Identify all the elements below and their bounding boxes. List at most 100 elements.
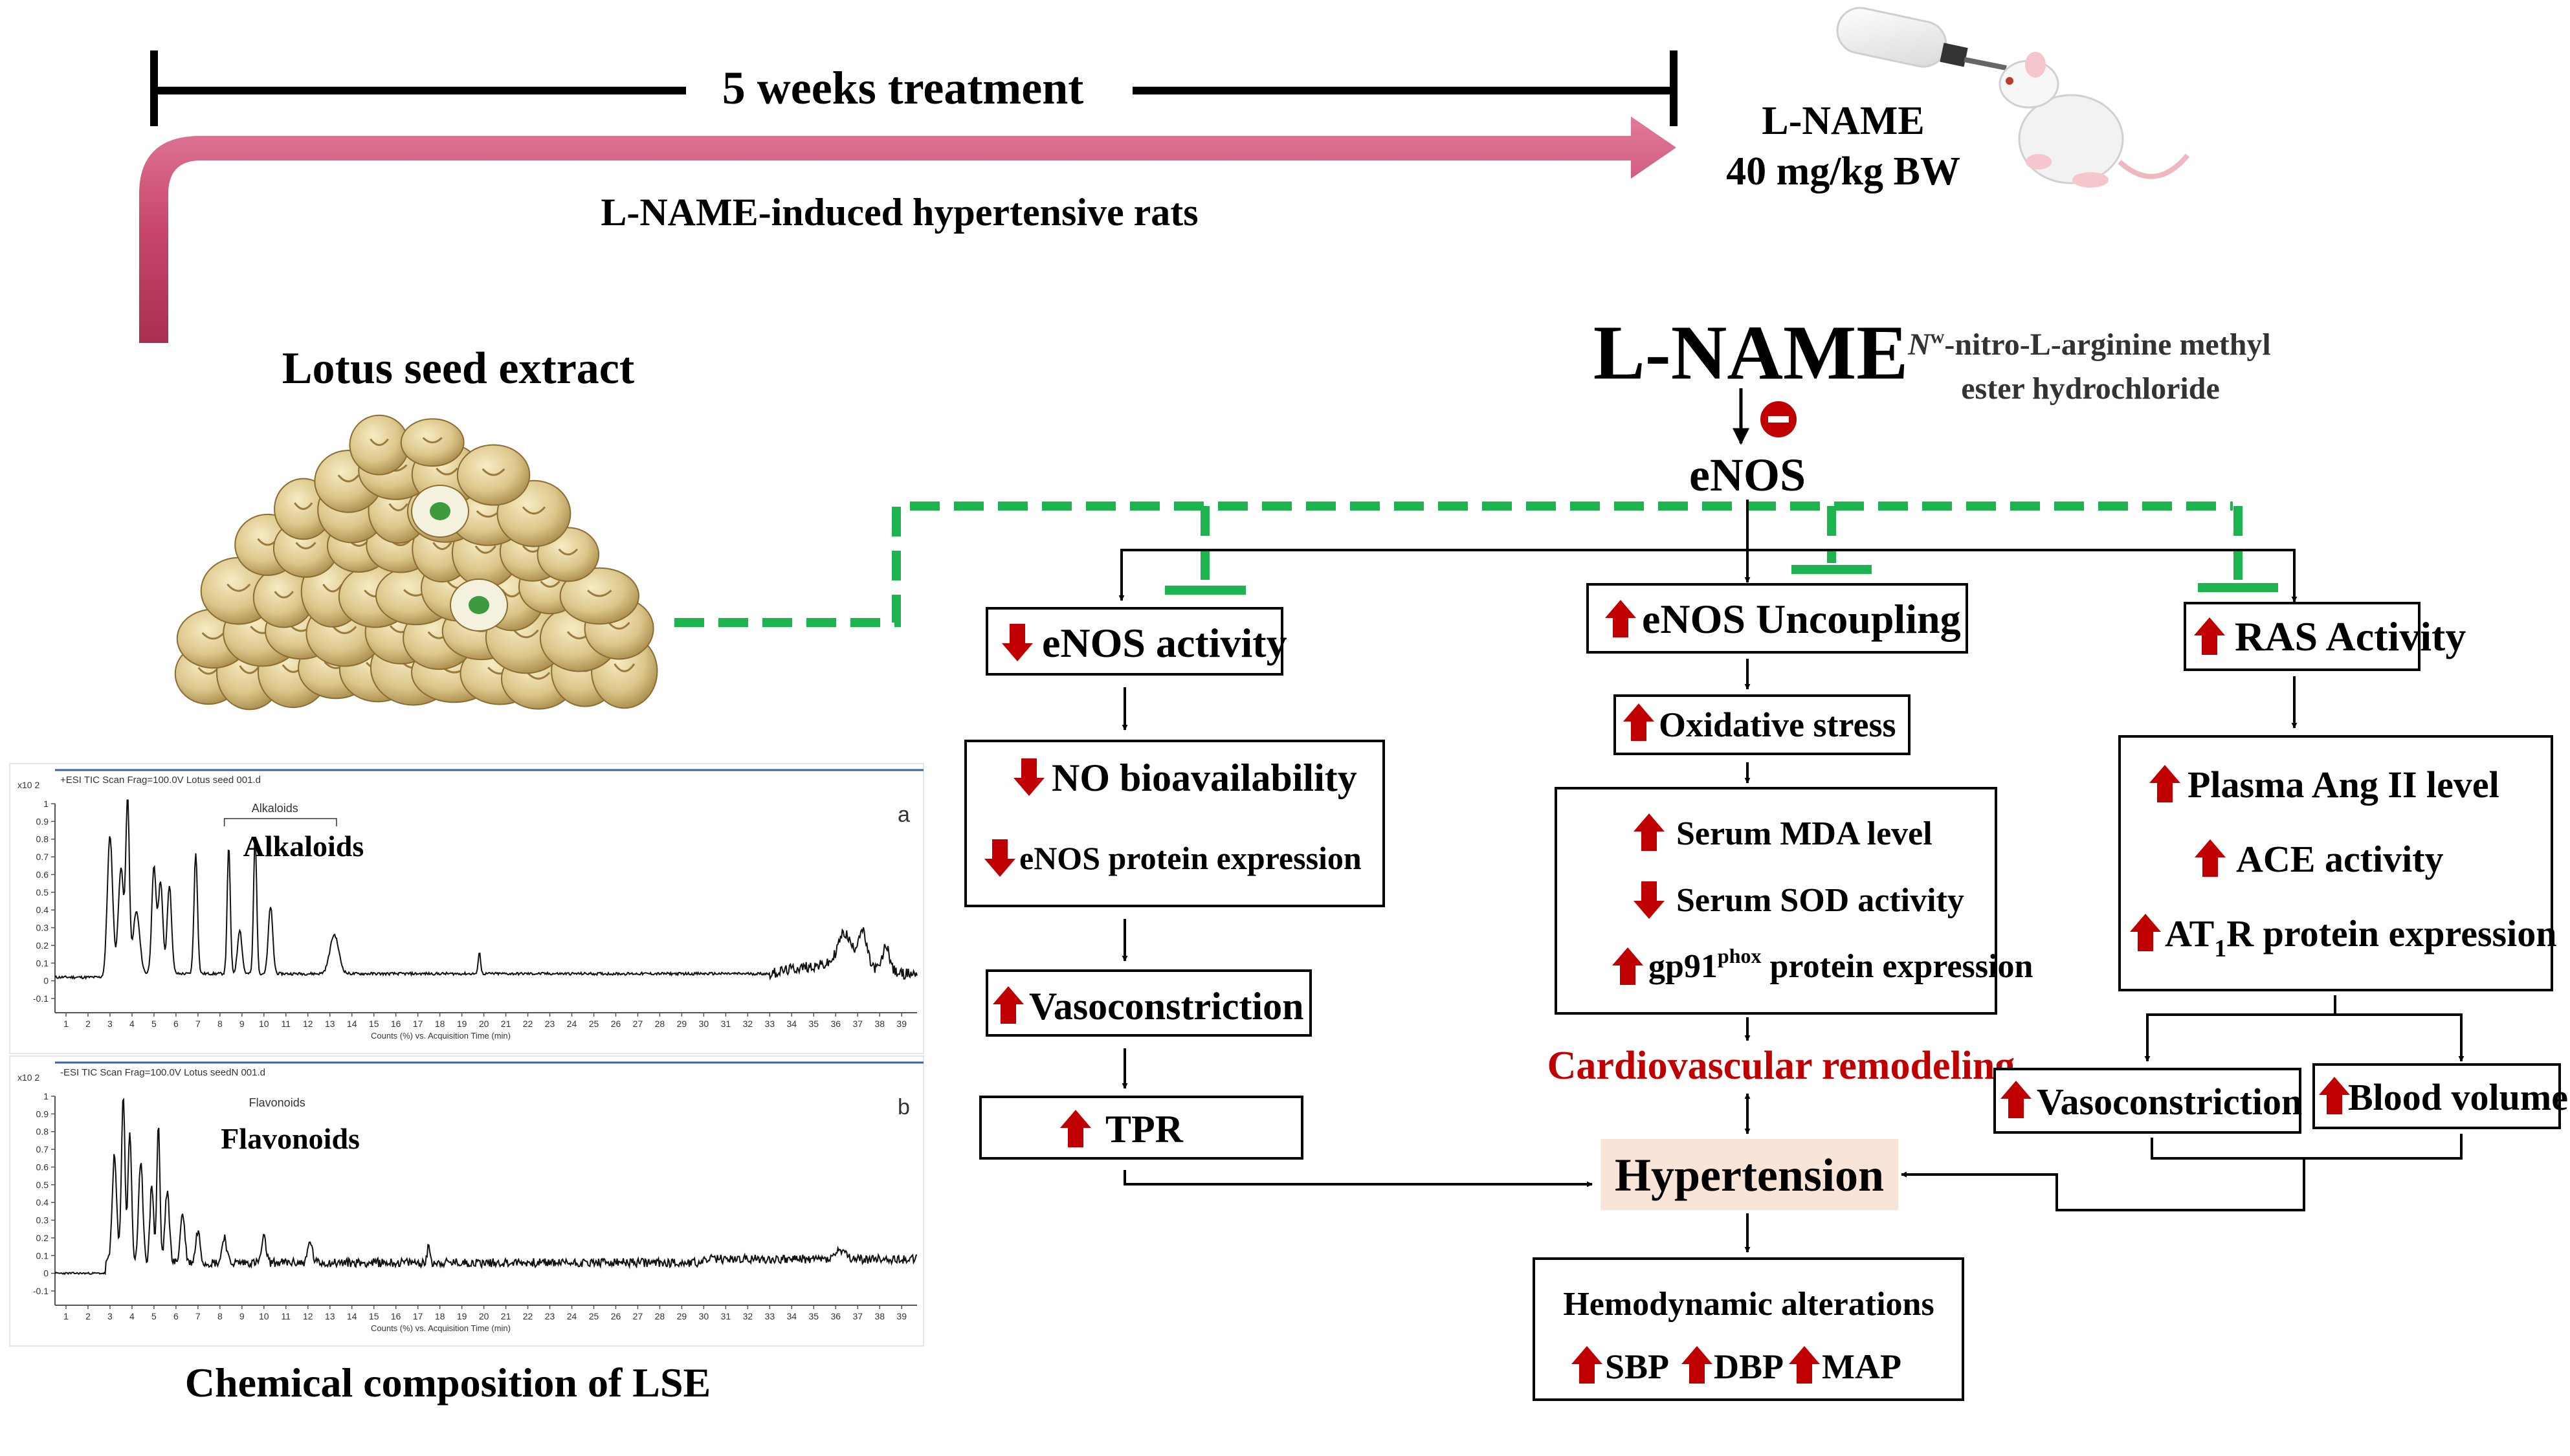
x-tick-label: 28 xyxy=(655,1019,665,1029)
x-axis-title: Counts (%) vs. Acquisition Time (min) xyxy=(371,1031,511,1041)
chromatogram-panel-letter: a xyxy=(898,802,910,827)
y-tick-label: 0.2 xyxy=(36,940,49,951)
oxidative-stress-label: Oxidative stress xyxy=(1659,705,1896,744)
x-tick-label: 39 xyxy=(896,1019,907,1029)
y-tick-label: 0.5 xyxy=(36,1180,49,1190)
model-label: L-NAME-induced hypertensive rats xyxy=(601,191,1198,234)
at1r-label: AT1R protein expression xyxy=(2165,912,2557,962)
x-tick-label: 21 xyxy=(501,1311,511,1321)
gp91-label: gp91phox protein expression xyxy=(1648,944,2033,985)
x-tick-label: 8 xyxy=(217,1311,223,1321)
serum-mda-label: Serum MDA level xyxy=(1676,815,1933,852)
y-tick-label: 0.7 xyxy=(36,1144,49,1154)
treatment-duration-label: 5 weeks treatment xyxy=(722,62,1084,114)
ras-activity-box xyxy=(2184,602,2420,671)
hemodynamic-title: Hemodynamic alterations xyxy=(1563,1286,1934,1323)
x-tick-label: 13 xyxy=(325,1019,335,1029)
lotus-seed-pile-image xyxy=(174,414,658,711)
x-tick-label: 19 xyxy=(457,1019,467,1029)
x-tick-label: 5 xyxy=(151,1311,157,1321)
chromatogram-panel-letter: b xyxy=(898,1095,910,1120)
lse-inhibition-lines xyxy=(674,502,2243,627)
no-bioavailability-label: NO bioavailability xyxy=(1052,756,1357,799)
x-tick-label: 34 xyxy=(787,1311,797,1321)
lname-full-name-line1: Nw-nitro-L-arginine methyl xyxy=(1907,326,2271,362)
y-tick-label: -0.1 xyxy=(33,1286,49,1296)
x-tick-label: 7 xyxy=(195,1019,201,1029)
y-tick-label: 0.4 xyxy=(36,905,49,915)
oxidative-stress-box xyxy=(1613,694,1911,755)
plasma-ang-label: Plasma Ang II level xyxy=(2188,764,2499,806)
x-tick-label: 7 xyxy=(195,1311,201,1321)
enos-protein-label: eNOS protein expression xyxy=(1019,840,1362,876)
composition-caption: Chemical composition of LSE xyxy=(185,1360,711,1406)
left-branch: eNOS activity NO bioavailability eNOS pr… xyxy=(964,607,1593,1187)
chromatogram-trace xyxy=(54,1098,918,1275)
x-tick-label: 27 xyxy=(633,1311,643,1321)
x-tick-label: 15 xyxy=(369,1019,379,1029)
timeline: 5 weeks treatment L-NAME-induced hyperte… xyxy=(139,50,1960,343)
chromatogram-frame xyxy=(9,1055,924,1347)
dose-line-1: L-NAME xyxy=(1762,99,1924,143)
blood-volume-box xyxy=(2312,1063,2561,1129)
x-tick-label: 22 xyxy=(523,1311,533,1321)
x-tick-label: 10 xyxy=(259,1019,269,1029)
x-tick-label: 35 xyxy=(809,1019,819,1029)
x-tick-label: 3 xyxy=(107,1019,113,1029)
y-tick-label: 0 xyxy=(43,976,49,986)
y-tick-label: 0.9 xyxy=(36,816,49,826)
green-dashed-main xyxy=(674,502,2233,627)
y-tick-label: 0.1 xyxy=(36,958,49,968)
x-tick-label: 6 xyxy=(173,1019,179,1029)
lname-full-name-line2: ester hydrochloride xyxy=(1961,371,2220,406)
x-tick-label: 25 xyxy=(589,1311,599,1321)
chromatogram-bold-label: Alkaloids xyxy=(243,830,364,863)
y-tick-label: 0.3 xyxy=(36,923,49,933)
x-tick-label: 29 xyxy=(677,1019,687,1029)
rat-drinking-illustration xyxy=(1836,6,2190,188)
sbp-label: SBP xyxy=(1605,1347,1669,1386)
x-tick-label: 4 xyxy=(129,1311,135,1321)
x-tick-label: 4 xyxy=(129,1019,135,1029)
x-tick-label: 37 xyxy=(852,1019,863,1029)
x-tick-label: 23 xyxy=(545,1019,555,1029)
x-tick-label: 37 xyxy=(852,1311,863,1321)
water-bottle-icon xyxy=(1836,6,2007,71)
chromatogram-header: +ESI TIC Scan Frag=100.0V Lotus seed 001… xyxy=(60,775,261,786)
x-tick-label: 3 xyxy=(107,1311,113,1321)
uncoupling-label: eNOS Uncoupling xyxy=(1642,596,1961,642)
serum-sod-label: Serum SOD activity xyxy=(1676,882,1964,919)
y-tick-label: 0.7 xyxy=(36,852,49,862)
x-tick-label: 26 xyxy=(611,1311,621,1321)
vasoconstriction-right-label: Vasoconstriction xyxy=(2037,1081,2302,1123)
x-tick-label: 36 xyxy=(830,1019,841,1029)
map-label: MAP xyxy=(1822,1347,1901,1386)
chromatogram-frame xyxy=(9,763,924,1054)
chromatogram-b: -ESI TIC Scan Frag=100.0V Lotus seedN 00… xyxy=(9,1055,924,1347)
x-tick-label: 5 xyxy=(151,1019,157,1029)
y-tick-label: 1 xyxy=(43,799,49,809)
x-tick-label: 22 xyxy=(523,1019,533,1029)
extract-title: Lotus seed extract xyxy=(282,344,634,393)
x-tick-label: 14 xyxy=(347,1311,357,1321)
x-tick-label: 31 xyxy=(721,1311,731,1321)
x-tick-label: 31 xyxy=(721,1019,731,1029)
y-tick-label: 0.8 xyxy=(36,834,49,844)
branch-connectors xyxy=(1118,500,2298,602)
y-tick-label: 0.6 xyxy=(36,1162,49,1172)
tpr-to-hypertension xyxy=(1124,1170,1593,1187)
x-tick-label: 15 xyxy=(369,1311,379,1321)
x-tick-label: 28 xyxy=(655,1311,665,1321)
x-tick-label: 33 xyxy=(765,1311,775,1321)
x-tick-label: 24 xyxy=(567,1019,577,1029)
x-tick-label: 11 xyxy=(282,1311,291,1321)
tpr-label: TPR xyxy=(1105,1108,1184,1151)
chromatogram-small-label: Flavonoids xyxy=(249,1096,305,1109)
ras-markers-box xyxy=(2118,735,2553,991)
x-tick-label: 14 xyxy=(347,1019,357,1029)
x-tick-label: 8 xyxy=(217,1019,223,1029)
x-tick-label: 1 xyxy=(63,1311,69,1321)
x-tick-label: 9 xyxy=(239,1019,245,1029)
hemodynamic-box xyxy=(1533,1257,1964,1401)
